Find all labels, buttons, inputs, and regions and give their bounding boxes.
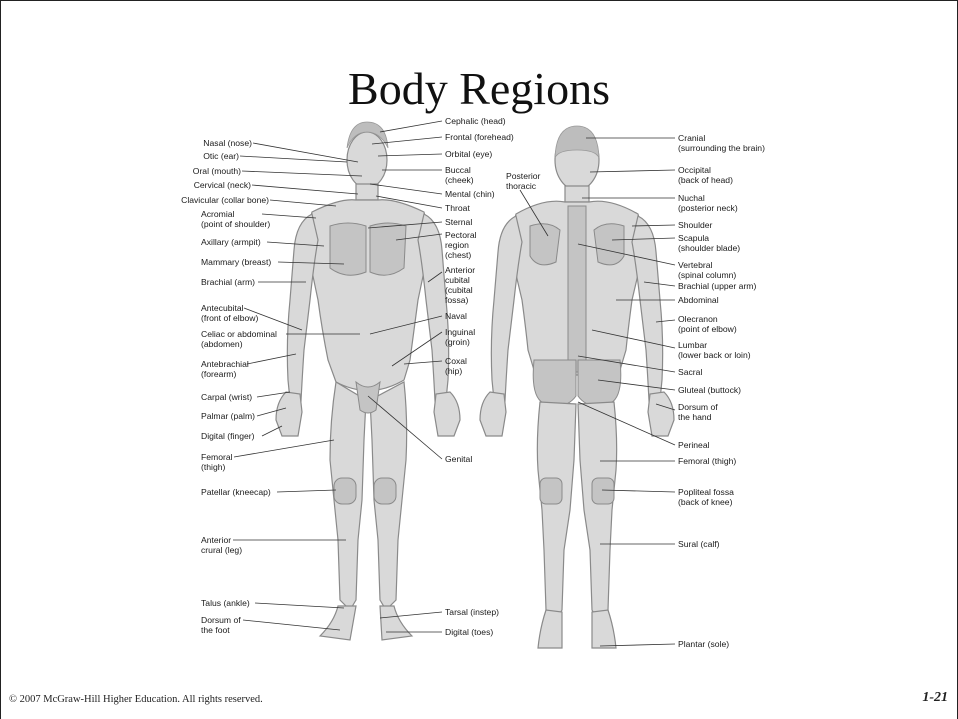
- label-celiac: Celiac or abdominal(abdomen): [201, 329, 277, 349]
- label-buccal: Buccal(cheek): [445, 165, 474, 185]
- label-genital: Genital: [445, 454, 472, 464]
- label-olecranon: Olecranon(point of elbow): [678, 314, 737, 334]
- label-acromial: Acromial(point of shoulder): [201, 209, 270, 229]
- label-plantar: Plantar (sole): [678, 639, 729, 649]
- label-throat: Throat: [445, 203, 470, 213]
- label-lumbar: Lumbar(lower back or loin): [678, 340, 751, 360]
- label-coxal: Coxal(hip): [445, 356, 467, 376]
- label-scapula: Scapula(shoulder blade): [678, 233, 740, 253]
- label-sacral: Sacral: [678, 367, 702, 377]
- label-brachial-upper-arm: Brachial (upper arm): [678, 281, 756, 291]
- label-antebrachial: Antebrachial(forearm): [201, 359, 249, 379]
- anterior-left-labels-start: Acromial(point of shoulder) Axillary (ar…: [201, 209, 277, 635]
- page-number: 1-21: [922, 690, 948, 706]
- label-orbital: Orbital (eye): [445, 149, 492, 159]
- label-femoral-thigh: Femoral (thigh): [678, 456, 736, 466]
- label-cranial: Cranial(surrounding the brain): [678, 133, 765, 153]
- label-popliteal: Popliteal fossa(back of knee): [678, 487, 734, 507]
- label-brachial: Brachial (arm): [201, 277, 255, 287]
- label-patellar: Patellar (kneecap): [201, 487, 271, 497]
- label-shoulder: Shoulder: [678, 220, 713, 230]
- label-tarsal: Tarsal (instep): [445, 607, 499, 617]
- label-digital-finger: Digital (finger): [201, 431, 255, 441]
- anterior-body-figure: [276, 122, 460, 640]
- label-palmar: Palmar (palm): [201, 411, 255, 421]
- label-perineal: Perineal: [678, 440, 710, 450]
- label-axillary: Axillary (armpit): [201, 237, 261, 247]
- label-antecubital: Antecubital(front of elbow): [201, 303, 258, 323]
- label-clavicular: Clavicular (collar bone): [181, 195, 269, 205]
- label-talus: Talus (ankle): [201, 598, 250, 608]
- label-naval: Naval: [445, 311, 467, 321]
- label-frontal: Frontal (forehead): [445, 132, 514, 142]
- label-oral: Oral (mouth): [193, 166, 241, 176]
- label-occipital: Occipital(back of head): [678, 165, 733, 185]
- label-nuchal: Nuchal(posterior neck): [678, 193, 738, 213]
- label-digital-toes: Digital (toes): [445, 627, 493, 637]
- label-abdominal: Abdominal: [678, 295, 719, 305]
- label-gluteal: Gluteal (buttock): [678, 385, 741, 395]
- label-femoral: Femoral(thigh): [201, 452, 233, 472]
- copyright-footer: © 2007 McGraw-Hill Higher Education. All…: [9, 694, 263, 705]
- posterior-right-labels: Cranial(surrounding the brain) Occipital…: [678, 133, 765, 649]
- posterior-body-figure: [480, 126, 674, 648]
- label-sural: Sural (calf): [678, 539, 720, 549]
- label-nasal: Nasal (nose): [203, 138, 252, 148]
- label-cephalic: Cephalic (head): [445, 116, 506, 126]
- label-inguinal: Inguinal(groin): [445, 327, 475, 347]
- label-carpal: Carpal (wrist): [201, 392, 252, 402]
- label-otic: Otic (ear): [203, 151, 239, 161]
- label-mental: Mental (chin): [445, 189, 495, 199]
- label-cervical: Cervical (neck): [194, 180, 251, 190]
- label-sternal: Sternal: [445, 217, 472, 227]
- label-vertebral: Vertebral(spinal column): [678, 260, 736, 280]
- label-mammary: Mammary (breast): [201, 257, 271, 267]
